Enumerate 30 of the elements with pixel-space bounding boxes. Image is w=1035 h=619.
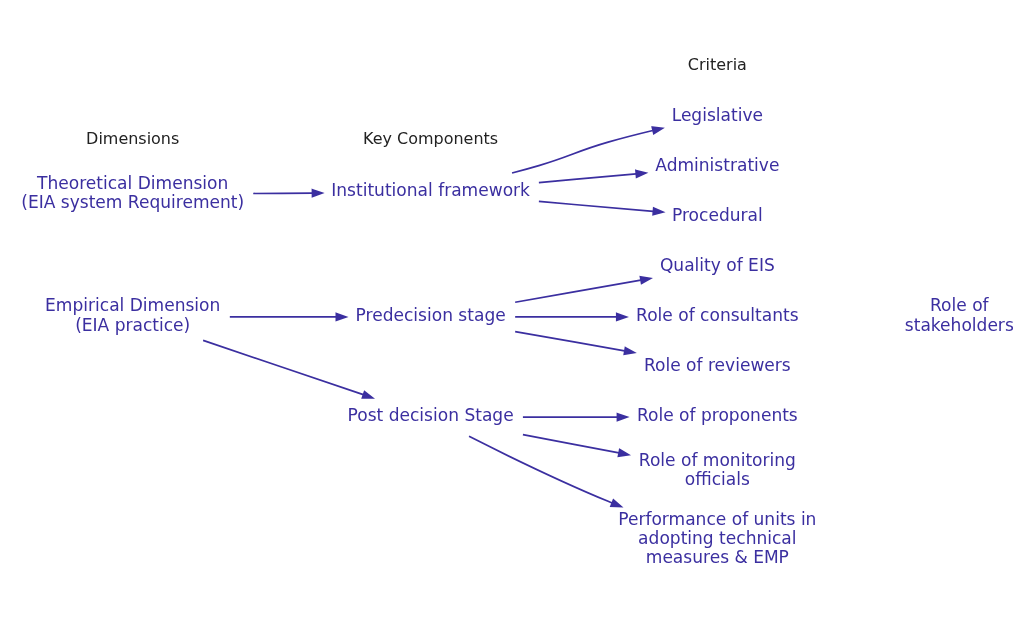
node-text: Administrative	[655, 154, 780, 175]
arrow	[252, 188, 325, 198]
node-text: Theoretical Dimension (EIA system Requirement)	[21, 172, 245, 212]
node-text: Role of monitoring officials	[638, 449, 796, 489]
arrow	[538, 200, 666, 216]
arrow	[514, 330, 637, 355]
label: Role of stakeholders	[904, 294, 1014, 335]
arrow	[202, 339, 375, 399]
arrow	[511, 125, 665, 174]
arrow	[514, 275, 653, 303]
node-text: Institutional framework	[331, 179, 530, 200]
node-text: Predecision stage	[355, 304, 506, 325]
arrow	[522, 412, 630, 422]
label: Key Components	[363, 128, 499, 148]
node-text: Role of proponents	[636, 404, 798, 425]
label: Criteria	[687, 54, 747, 74]
node-text: Role of consultants	[636, 304, 799, 325]
arrow	[228, 311, 349, 321]
node-text: Procedural	[671, 204, 763, 225]
node-text: Empirical Dimension (EIA practice)	[45, 294, 221, 335]
node-text: Performance of units in adopting technical measures & EMP	[618, 508, 817, 567]
arrow	[514, 311, 629, 321]
arrow	[522, 433, 632, 457]
node-text: Post decision Stage	[347, 404, 514, 425]
node-text: Role of reviewers	[643, 354, 791, 375]
arrow	[538, 168, 649, 183]
label: Dimensions	[86, 128, 180, 148]
node-text: Quality of EIS	[659, 254, 775, 275]
node-text: Legislative	[671, 104, 764, 125]
arrow	[468, 435, 624, 507]
